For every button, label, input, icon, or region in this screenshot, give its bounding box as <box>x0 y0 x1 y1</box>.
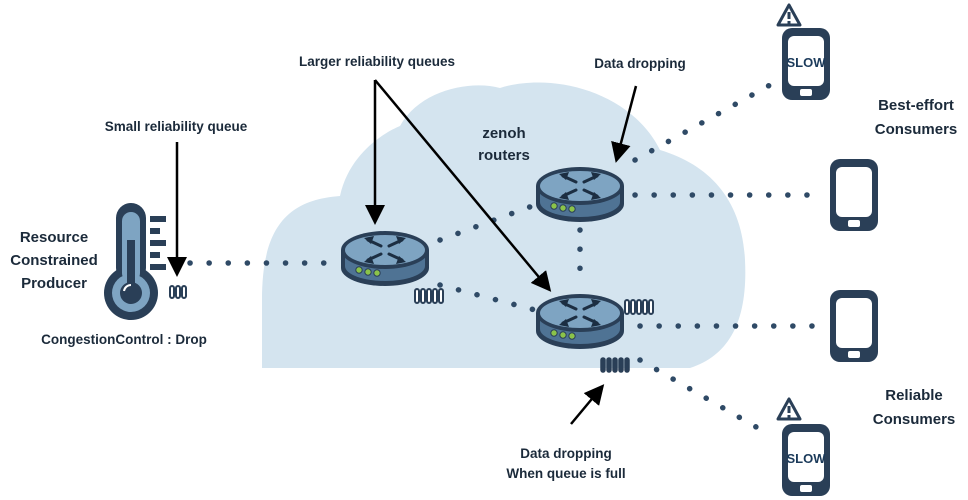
link-router2-slow-consumer <box>632 82 773 163</box>
link-router1-router3 <box>437 282 538 313</box>
link-router3-slow-reliable-consumer <box>637 357 773 438</box>
arrow-data-dropping-bottom <box>570 384 605 425</box>
producer-small-queue <box>169 285 187 299</box>
label-small-queue: Small reliability queue <box>105 119 248 134</box>
label-best-effort-line1: Best-effort <box>878 97 954 114</box>
connections <box>187 82 818 438</box>
slow-label-top: SLOW <box>787 55 827 70</box>
label-congestion: CongestionControl : Drop <box>41 332 207 347</box>
router1-queue <box>414 288 444 304</box>
annotation-arrows <box>167 79 638 425</box>
label-data-dropping-bottom-line2: When queue is full <box>506 466 625 481</box>
router-icon <box>534 165 626 224</box>
label-producer-line2: Constrained <box>10 252 98 269</box>
router3-full-queue <box>600 357 630 373</box>
label-larger-queues: Larger reliability queues <box>299 54 455 69</box>
label-zenoh: zenoh <box>482 125 525 142</box>
router3-output-queue <box>624 299 654 315</box>
label-reliable-line2: Consumers <box>873 411 956 428</box>
warning-triangle-icon <box>776 397 802 421</box>
label-producer-line1: Resource <box>20 229 88 246</box>
router-icon <box>534 292 626 351</box>
router-icon <box>339 229 431 288</box>
label-reliable-line1: Reliable <box>885 387 943 404</box>
label-data-dropping-top: Data dropping <box>594 56 686 71</box>
arrow-larger-queue-router3 <box>374 79 552 292</box>
label-data-dropping-bottom-line1: Data dropping <box>520 446 612 461</box>
arrow-data-dropping-top <box>611 85 638 163</box>
label-producer-line3: Producer <box>21 275 87 292</box>
phone-icon <box>830 159 878 231</box>
phone-icon <box>830 290 878 362</box>
link-router1-router2 <box>437 202 538 243</box>
slow-label-bottom: SLOW <box>787 451 827 466</box>
label-best-effort-line2: Consumers <box>875 121 958 138</box>
warning-triangle-icon <box>776 3 802 27</box>
thermometer-icon <box>104 203 166 320</box>
label-routers: routers <box>478 147 530 164</box>
